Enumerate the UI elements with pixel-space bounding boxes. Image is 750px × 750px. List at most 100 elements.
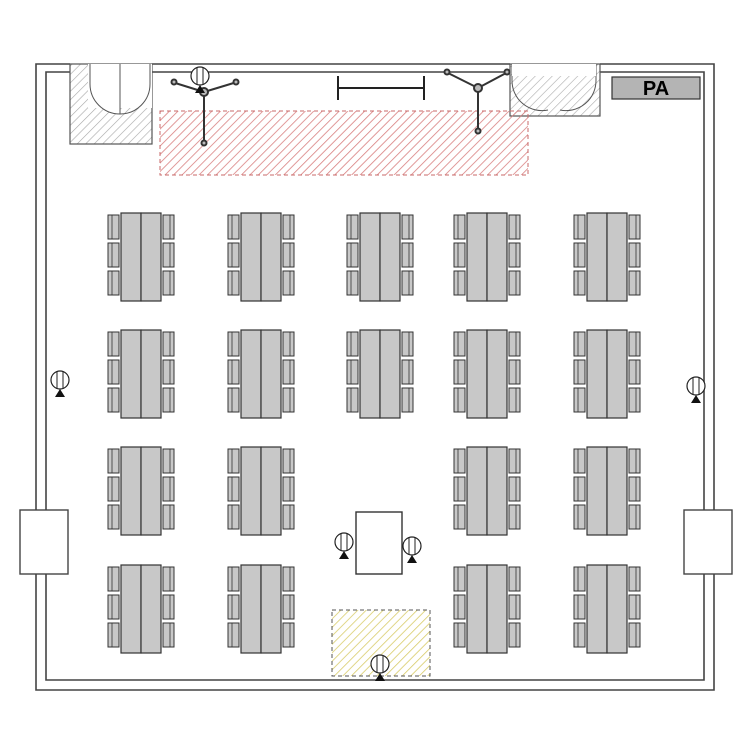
camera-icon[interactable] xyxy=(370,654,390,681)
chair xyxy=(227,594,240,620)
chair xyxy=(346,331,359,357)
chair xyxy=(453,622,466,648)
table xyxy=(586,329,608,419)
camera-positions xyxy=(50,66,706,681)
chair xyxy=(628,270,641,296)
lighting-tripod-icon xyxy=(443,68,511,135)
chair xyxy=(401,270,414,296)
table-group-r1-c4[interactable] xyxy=(453,212,521,302)
chair xyxy=(573,387,586,413)
table-group-r1-c2[interactable] xyxy=(227,212,295,302)
table xyxy=(379,212,401,302)
camera-icon[interactable] xyxy=(334,532,354,559)
table xyxy=(606,446,628,536)
side-door-left[interactable] xyxy=(19,509,69,575)
table-group-r2-c5[interactable] xyxy=(573,329,641,419)
table xyxy=(606,329,628,419)
chair xyxy=(227,359,240,385)
chair xyxy=(453,270,466,296)
table-group-r3-c2[interactable] xyxy=(227,446,295,536)
chair xyxy=(508,214,521,240)
chair xyxy=(628,242,641,268)
chair xyxy=(162,242,175,268)
table xyxy=(140,329,162,419)
table-group-r2-c1[interactable] xyxy=(107,329,175,419)
chair xyxy=(508,566,521,592)
chair xyxy=(453,504,466,530)
chair xyxy=(227,566,240,592)
chair xyxy=(508,594,521,620)
camera-icon[interactable] xyxy=(50,370,70,397)
chair xyxy=(453,359,466,385)
center-table xyxy=(355,511,403,575)
chair xyxy=(401,331,414,357)
table-group-r4-c5[interactable] xyxy=(573,564,641,654)
chair xyxy=(628,387,641,413)
table xyxy=(586,564,608,654)
chair xyxy=(628,566,641,592)
table-group-r3-c1[interactable] xyxy=(107,446,175,536)
chair xyxy=(282,270,295,296)
door-left[interactable] xyxy=(69,63,153,145)
table-group-r2-c4[interactable] xyxy=(453,329,521,419)
pa-box[interactable]: PA xyxy=(611,76,701,100)
chair xyxy=(162,504,175,530)
table xyxy=(466,329,488,419)
chair xyxy=(282,387,295,413)
table-group-r3-c5[interactable] xyxy=(573,446,641,536)
chair xyxy=(282,214,295,240)
chair xyxy=(107,331,120,357)
table xyxy=(260,329,282,419)
chair xyxy=(401,387,414,413)
chair xyxy=(508,448,521,474)
table-group-r4-c4[interactable] xyxy=(453,564,521,654)
chair xyxy=(162,594,175,620)
chair xyxy=(573,270,586,296)
chair xyxy=(282,331,295,357)
chair xyxy=(573,476,586,502)
chair xyxy=(107,594,120,620)
table xyxy=(486,329,508,419)
chair xyxy=(453,566,466,592)
chair xyxy=(453,594,466,620)
seating-area xyxy=(107,212,641,654)
table-group-r4-c1[interactable] xyxy=(107,564,175,654)
door-right[interactable] xyxy=(509,63,601,117)
table xyxy=(240,564,262,654)
table-group-r2-c3[interactable] xyxy=(346,329,414,419)
chair xyxy=(628,594,641,620)
camera-icon[interactable] xyxy=(402,536,422,563)
chair xyxy=(107,566,120,592)
table-group-r4-c2[interactable] xyxy=(227,564,295,654)
table-group-r2-c2[interactable] xyxy=(227,329,295,419)
camera-icon[interactable] xyxy=(686,376,706,403)
chair xyxy=(573,214,586,240)
table-group-r1-c1[interactable] xyxy=(107,212,175,302)
table-group-r3-c4[interactable] xyxy=(453,446,521,536)
chair xyxy=(162,214,175,240)
camera-icon[interactable] xyxy=(190,66,210,93)
chair xyxy=(227,331,240,357)
table xyxy=(586,212,608,302)
table-group-r1-c5[interactable] xyxy=(573,212,641,302)
chair xyxy=(162,448,175,474)
chair xyxy=(227,622,240,648)
chair xyxy=(573,331,586,357)
chair xyxy=(401,359,414,385)
table xyxy=(120,329,142,419)
chair xyxy=(282,448,295,474)
table xyxy=(260,212,282,302)
table-group-r1-c3[interactable] xyxy=(346,212,414,302)
table xyxy=(466,564,488,654)
chair xyxy=(573,242,586,268)
chair xyxy=(227,476,240,502)
chair xyxy=(282,359,295,385)
table xyxy=(120,446,142,536)
chair xyxy=(162,566,175,592)
chair xyxy=(401,242,414,268)
table xyxy=(486,564,508,654)
stage-area xyxy=(159,110,529,176)
table xyxy=(120,212,142,302)
table xyxy=(466,212,488,302)
side-door-right[interactable] xyxy=(683,509,733,575)
